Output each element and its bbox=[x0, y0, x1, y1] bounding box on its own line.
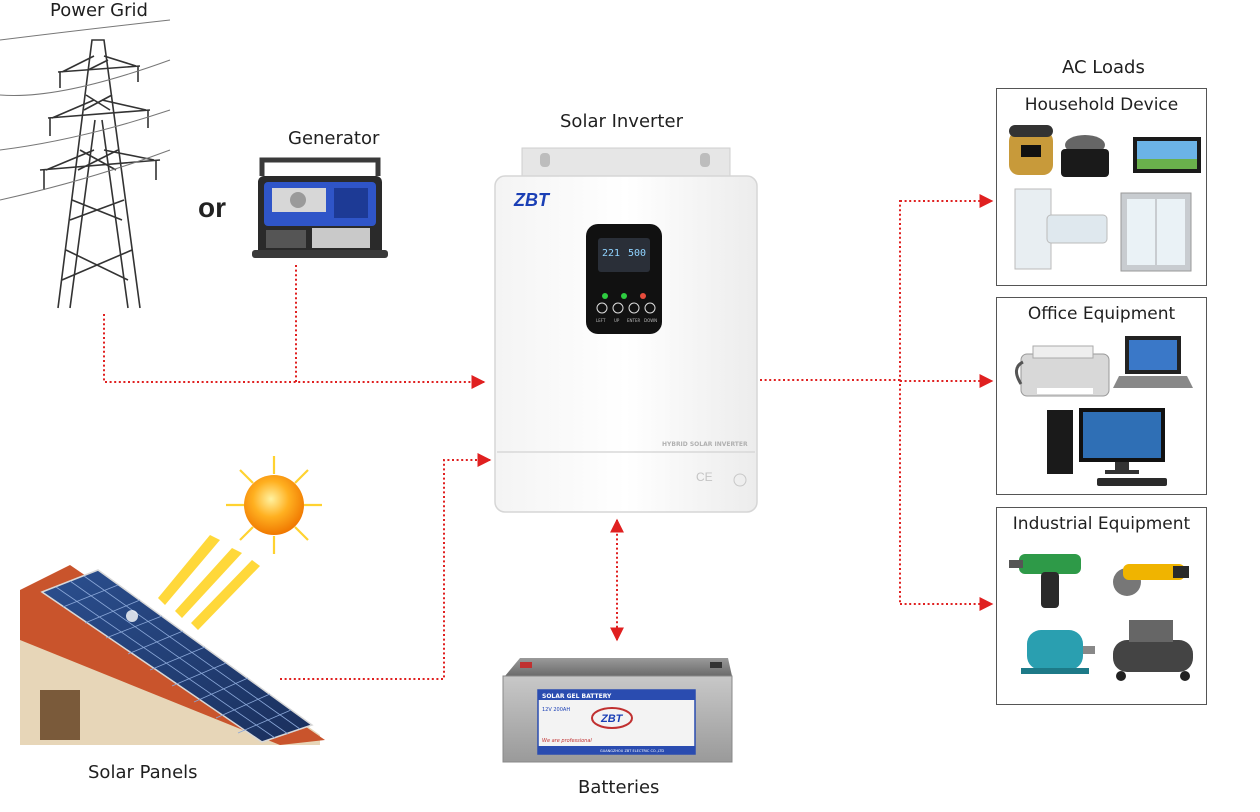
or-label: or bbox=[198, 192, 226, 223]
office-equipment-box: Office Equipment bbox=[996, 297, 1207, 495]
industrial-equipment-box: Industrial Equipment bbox=[996, 507, 1207, 705]
solar-roof-icon bbox=[20, 565, 325, 745]
battery-icon bbox=[502, 658, 733, 763]
inverter-model-text: HYBRID SOLAR INVERTER bbox=[662, 441, 748, 448]
battery-slogan: We are professional bbox=[542, 738, 592, 744]
power-tower-icon bbox=[0, 19, 171, 309]
battery-brand: ZBT bbox=[600, 713, 624, 725]
inverter-ce-mark: CE bbox=[696, 470, 713, 484]
battery-spec: 12V 200AH bbox=[542, 707, 570, 713]
battery-maker: GUANGZHOU ZBT ELECTRIC CO.,LTD bbox=[600, 749, 664, 753]
grid-to-inverter-connector bbox=[103, 314, 486, 389]
inverter-button-down: DOWN bbox=[644, 318, 657, 323]
household-appliances-icon bbox=[1009, 125, 1201, 272]
inverter-button-enter: ENTER bbox=[627, 318, 640, 323]
household-device-title: Household Device bbox=[1024, 95, 1179, 115]
solar-inverter-icon bbox=[494, 147, 758, 513]
solar-to-inverter-connector bbox=[280, 453, 492, 680]
batteries-label: Batteries bbox=[578, 777, 660, 798]
generator-label: Generator bbox=[288, 128, 380, 149]
inverter-button-up: UP bbox=[614, 318, 620, 323]
inverter-display-right: 500 bbox=[628, 248, 646, 259]
inverter-button-left: LEFT bbox=[596, 318, 606, 323]
solar-inverter-label: Solar Inverter bbox=[560, 111, 683, 132]
inverter-brand: ZBT bbox=[513, 190, 551, 210]
battery-header: SOLAR GEL BATTERY bbox=[542, 693, 612, 700]
power-grid-label: Power Grid bbox=[50, 0, 148, 21]
solar-panels-label: Solar Panels bbox=[88, 762, 198, 783]
inverter-display-left: 221 bbox=[602, 248, 620, 259]
ac-loads-label: AC Loads bbox=[1062, 57, 1145, 78]
office-equipment-icon bbox=[1015, 336, 1193, 486]
office-equipment-title: Office Equipment bbox=[1027, 304, 1176, 324]
generator-icon bbox=[252, 157, 388, 258]
industrial-equipment-title: Industrial Equipment bbox=[1012, 514, 1191, 534]
sun-icon bbox=[158, 456, 322, 630]
industrial-tools-icon bbox=[1009, 554, 1193, 681]
household-device-box: Household Device bbox=[996, 88, 1207, 286]
